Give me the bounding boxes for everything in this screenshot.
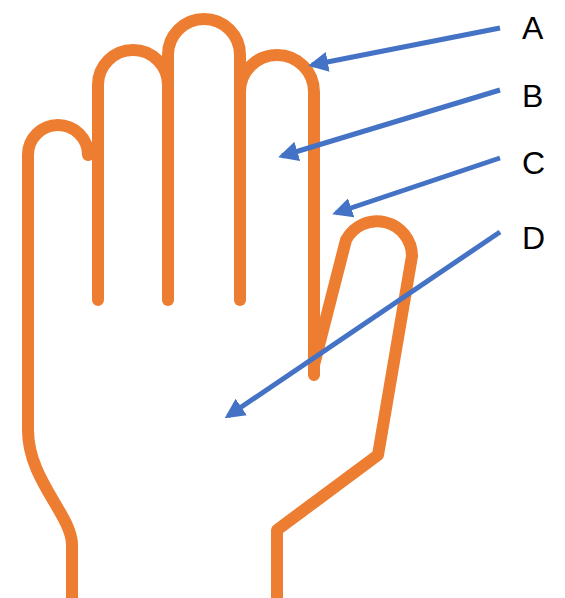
part-letter: C — [522, 144, 545, 182]
leader-arrow — [228, 232, 500, 416]
finger-gap-line — [234, 92, 246, 300]
leader-arrows — [228, 28, 500, 416]
leader-arrow — [282, 90, 500, 156]
thumb-outline — [277, 221, 412, 598]
finger-gap-line — [162, 85, 174, 300]
leader-arrow — [336, 158, 500, 213]
leader-arrow — [312, 28, 500, 65]
fingers-outline — [98, 19, 314, 375]
part-letter: A — [522, 9, 543, 47]
pinky-outline — [28, 125, 98, 598]
hand-outline — [28, 19, 412, 598]
part-letter: B — [522, 77, 543, 115]
part-letter: D — [522, 219, 545, 257]
